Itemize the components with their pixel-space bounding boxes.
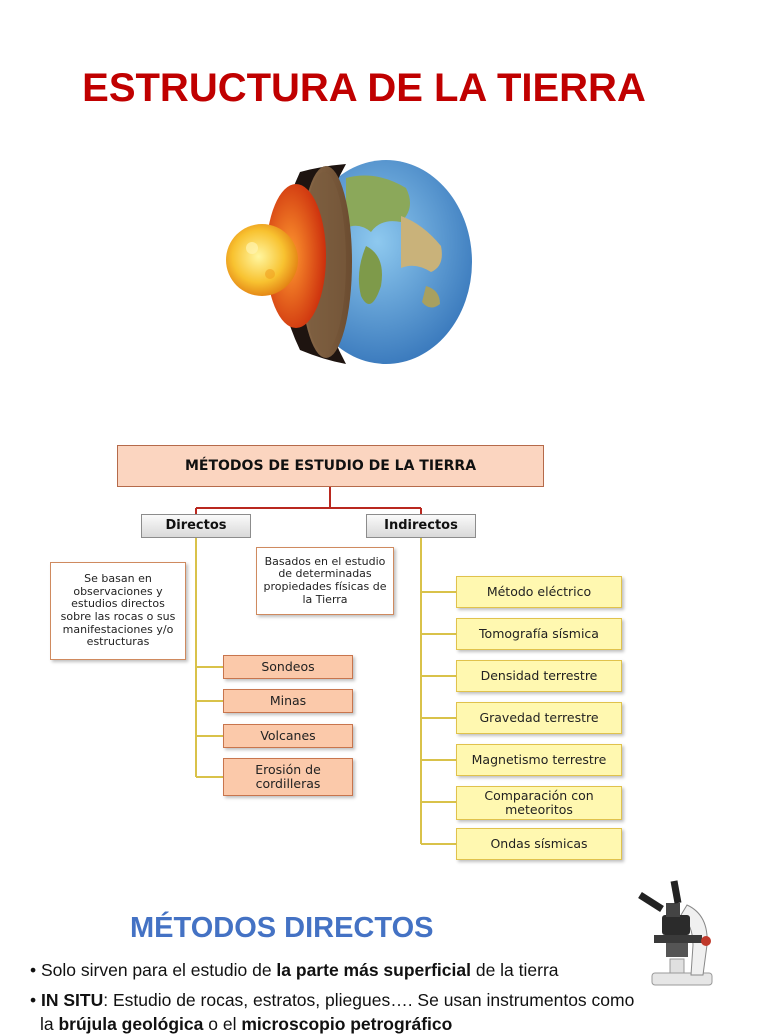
bullet2-text: : Estudio de rocas, estratos, pliegues….…: [103, 990, 635, 1010]
direct-item-sondeos: Sondeos: [223, 655, 353, 679]
bullet2-tool2: microscopio petrográfico: [241, 1014, 453, 1034]
directos-box: Directos: [141, 514, 251, 538]
indirectos-box: Indirectos: [366, 514, 476, 538]
direct-item-erosion: Erosión de cordilleras: [223, 758, 353, 796]
indirect-item-ondas: Ondas sísmicas: [456, 828, 622, 860]
bullet-dot: •: [30, 990, 41, 1010]
bullet2-middle: o el: [203, 1014, 242, 1034]
direct-item-minas: Minas: [223, 689, 353, 713]
indirect-item-gravedad: Gravedad terrestre: [456, 702, 622, 734]
earth-layers-image: [226, 160, 472, 364]
direct-item-volcanes: Volcanes: [223, 724, 353, 748]
section-heading: MÉTODOS DIRECTOS: [130, 912, 434, 944]
bullet2-line2-prefix: la: [40, 1014, 59, 1034]
bullet1-bold: la parte más superficial: [276, 960, 471, 980]
directos-description: Se basan en observaciones y estudios dir…: [50, 562, 186, 660]
indirect-item-tomografia: Tomografía sísmica: [456, 618, 622, 650]
bullet-dot: •: [30, 960, 41, 980]
microscope-image: [638, 880, 713, 986]
indirectos-description: Basados en el estudio de determinadas pr…: [256, 547, 394, 615]
bullet-item-1: • Solo sirven para el estudio de la part…: [30, 960, 559, 981]
indirect-item-meteoritos: Comparación con meteoritos: [456, 786, 622, 820]
bullet-item-2-line2: la brújula geológica o el microscopio pe…: [40, 1014, 452, 1035]
bullet2-tool1: brújula geológica: [58, 1014, 204, 1034]
bullet2-bold: IN SITU: [41, 990, 104, 1010]
bullet-item-2: • IN SITU: Estudio de rocas, estratos, p…: [30, 990, 634, 1011]
indirect-item-magnetismo: Magnetismo terrestre: [456, 744, 622, 776]
indirect-item-densidad: Densidad terrestre: [456, 660, 622, 692]
diagram-main-box: MÉTODOS DE ESTUDIO DE LA TIERRA: [117, 445, 544, 487]
bullet1-suffix: de la tierra: [470, 960, 559, 980]
bullet1-prefix: Solo sirven para el estudio de: [41, 960, 277, 980]
indirect-item-metodo-electrico: Método eléctrico: [456, 576, 622, 608]
page-title: ESTRUCTURA DE LA TIERRA: [82, 66, 646, 110]
